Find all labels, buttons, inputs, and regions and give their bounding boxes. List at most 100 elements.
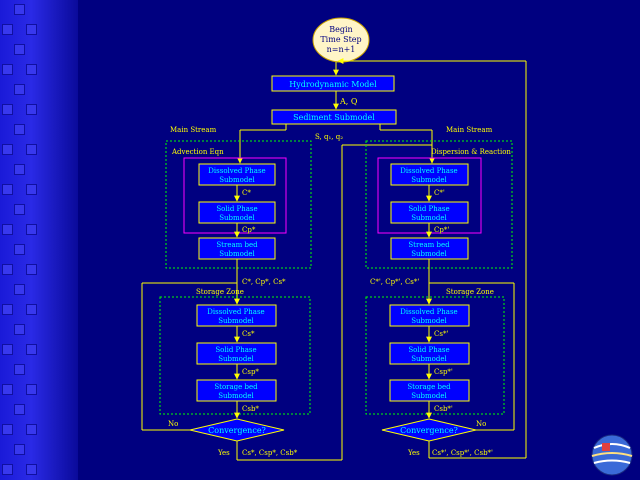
right-storage-bed-line2: Submodel bbox=[411, 392, 447, 400]
decorative-square bbox=[26, 384, 37, 395]
right-cp-star: Cp*' bbox=[434, 226, 449, 234]
decorative-square bbox=[26, 184, 37, 195]
right-dissolved-phase-box: Dissolved Phase Submodel bbox=[390, 163, 469, 186]
left-streambed-line1: Stream bed bbox=[216, 241, 258, 249]
left-convergence-label: Convergence? bbox=[208, 426, 266, 435]
decorative-square bbox=[2, 144, 13, 155]
decorative-square bbox=[26, 144, 37, 155]
left-yes-label: Yes bbox=[217, 449, 230, 457]
right-yes-label: Yes bbox=[407, 449, 420, 457]
right-sz-cb: Csb*' bbox=[434, 405, 453, 413]
decorative-square bbox=[14, 84, 25, 95]
decorative-square bbox=[14, 404, 25, 415]
start-line2: Time Step bbox=[320, 35, 361, 44]
decorative-square bbox=[2, 224, 13, 235]
globe-logo bbox=[591, 434, 633, 476]
decorative-square bbox=[26, 424, 37, 435]
decorative-square bbox=[2, 344, 13, 355]
left-solid-line1: Solid Phase bbox=[216, 205, 257, 213]
decorative-square bbox=[14, 244, 25, 255]
start-line1: Begin bbox=[329, 25, 352, 34]
decorative-square bbox=[14, 164, 25, 175]
decorative-square bbox=[2, 264, 13, 275]
right-sz-dissolved-box: Dissolved Phase Submodel bbox=[389, 304, 470, 327]
left-bottom-label: Cs*, Csp*, Csb* bbox=[242, 449, 298, 457]
decorative-square bbox=[14, 364, 25, 375]
decorative-square bbox=[26, 24, 37, 35]
decorative-square bbox=[26, 224, 37, 235]
left-main-stream-label: Main Stream bbox=[170, 126, 217, 134]
right-convergence-decision: Convergence? bbox=[381, 418, 477, 442]
left-convergence-decision: Convergence? bbox=[189, 418, 285, 442]
decorative-square bbox=[2, 104, 13, 115]
left-sz-c: Cs* bbox=[242, 330, 255, 338]
left-dissolved-line1: Dissolved Phase bbox=[208, 167, 265, 175]
decorative-square bbox=[26, 104, 37, 115]
left-mid-label: C*, Cp*, Cs* bbox=[242, 278, 286, 286]
left-storage-bed-line2: Submodel bbox=[218, 392, 254, 400]
right-main-stream-label: Main Stream bbox=[446, 126, 493, 134]
left-sz-dissolved-line1: Dissolved Phase bbox=[207, 308, 264, 316]
left-sz-solid-line2: Submodel bbox=[218, 355, 254, 363]
right-dissolved-line1: Dissolved Phase bbox=[400, 167, 457, 175]
right-storage-zone-group bbox=[365, 296, 505, 415]
right-streambed-line1: Stream bed bbox=[408, 241, 450, 249]
decorative-square bbox=[26, 304, 37, 315]
right-solid-phase-box: Solid Phase Submodel bbox=[390, 201, 469, 224]
left-solid-phase-box: Solid Phase Submodel bbox=[198, 201, 276, 224]
left-sz-solid-box: Solid Phase Submodel bbox=[196, 342, 277, 365]
right-sz-solid-line2: Submodel bbox=[411, 355, 447, 363]
right-storage-bed-line1: Storage bed bbox=[407, 383, 451, 391]
right-streambed-line2: Submodel bbox=[411, 250, 447, 258]
left-storage-bed-line1: Storage bed bbox=[214, 383, 258, 391]
left-solid-line2: Submodel bbox=[219, 214, 255, 222]
right-sz-cp: Csp*' bbox=[434, 368, 453, 376]
left-main-stream-group bbox=[165, 140, 312, 269]
left-advection-label: Advection Eqn bbox=[171, 148, 224, 156]
decorative-square bbox=[26, 344, 37, 355]
decorative-square bbox=[26, 64, 37, 75]
right-sz-dissolved-line1: Dissolved Phase bbox=[400, 308, 457, 316]
right-mid-label: C*', Cp*', Cs*' bbox=[370, 278, 419, 286]
left-streambed-line2: Submodel bbox=[219, 250, 255, 258]
decorative-square bbox=[2, 424, 13, 435]
hydrodynamic-model-box: Hydrodynamic Model bbox=[271, 75, 395, 92]
right-solid-line1: Solid Phase bbox=[408, 205, 449, 213]
decorative-square bbox=[2, 304, 13, 315]
left-sz-dissolved-box: Dissolved Phase Submodel bbox=[196, 304, 277, 327]
left-c-star: C* bbox=[242, 189, 251, 197]
right-sz-solid-line1: Solid Phase bbox=[408, 346, 449, 354]
right-no-label: No bbox=[476, 420, 486, 428]
decorative-square bbox=[2, 464, 13, 475]
right-stream-bed-box: Stream bed Submodel bbox=[390, 237, 469, 260]
decorative-square bbox=[26, 264, 37, 275]
decorative-square bbox=[26, 464, 37, 475]
right-sz-solid-box: Solid Phase Submodel bbox=[389, 342, 470, 365]
right-bottom-label: Cs*', Csp*', Csb*' bbox=[432, 449, 493, 457]
left-sz-cp: Csp* bbox=[242, 368, 259, 376]
decorative-square bbox=[2, 64, 13, 75]
right-sz-c: Cs*' bbox=[434, 330, 448, 338]
decorative-square bbox=[2, 384, 13, 395]
right-dissolved-line2: Submodel bbox=[411, 176, 447, 184]
decorative-square bbox=[14, 324, 25, 335]
decorative-square bbox=[14, 204, 25, 215]
decorative-square bbox=[14, 44, 25, 55]
left-cp-star: Cp* bbox=[242, 226, 256, 234]
decorative-square bbox=[14, 284, 25, 295]
decorative-square bbox=[14, 124, 25, 135]
left-dissolved-phase-box: Dissolved Phase Submodel bbox=[198, 163, 276, 186]
sediment-label: Sediment Submodel bbox=[293, 113, 375, 122]
decorative-square bbox=[14, 4, 25, 15]
decorative-square bbox=[14, 444, 25, 455]
left-decorative-stripe bbox=[0, 0, 78, 480]
left-sz-cb: Csb* bbox=[242, 405, 259, 413]
left-no-label: No bbox=[168, 420, 178, 428]
right-convergence-label: Convergence? bbox=[400, 426, 458, 435]
left-storage-zone-label: Storage Zone bbox=[196, 288, 244, 296]
right-storage-zone-label: Storage Zone bbox=[446, 288, 494, 296]
right-main-stream-group bbox=[365, 140, 513, 269]
right-c-star: C*' bbox=[434, 189, 445, 197]
decorative-square bbox=[2, 184, 13, 195]
